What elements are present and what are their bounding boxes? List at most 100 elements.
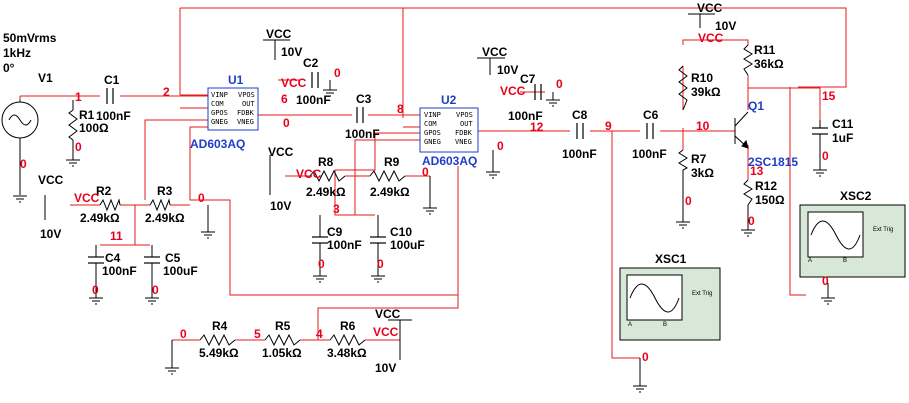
svg-text:2.49kΩ: 2.49kΩ	[145, 211, 185, 225]
u1-name: U1	[228, 73, 244, 87]
svg-text:0: 0	[748, 214, 755, 228]
ic-u2[interactable]: VINP COM GPOS GNEG VPOS OUT FDBK VNEG	[419, 107, 479, 153]
svg-text:13: 13	[750, 164, 764, 178]
u2-pin-gneg: GNEG	[424, 138, 441, 146]
svg-text:100uF: 100uF	[163, 264, 198, 278]
svg-text:100nF: 100nF	[96, 109, 131, 123]
svg-text:8: 8	[397, 102, 404, 116]
svg-text:36kΩ: 36kΩ	[754, 57, 784, 71]
svg-text:0: 0	[20, 157, 27, 171]
svg-text:0: 0	[642, 350, 649, 364]
svg-text:0: 0	[556, 77, 563, 91]
svg-text:0: 0	[283, 116, 290, 130]
transistor-q1[interactable]	[734, 111, 749, 149]
u1-pin-com: COM	[211, 100, 224, 108]
svg-text:12: 12	[530, 120, 544, 134]
u2-pin-gpos: GPOS	[424, 129, 441, 137]
svg-text:R8: R8	[318, 155, 334, 169]
scope-xsc1[interactable]: Ext Trig A B	[619, 267, 721, 341]
svg-text:100uF: 100uF	[390, 238, 425, 252]
component-labels: C1 100nF R1 100Ω C2 100nF C3 100nF C7 10…	[79, 43, 854, 360]
svg-text:0: 0	[685, 194, 692, 208]
svg-text:100Ω: 100Ω	[79, 121, 109, 135]
svg-text:VCC: VCC	[697, 1, 723, 15]
u2-pin-vpos: VPOS	[456, 111, 473, 119]
svg-text:0: 0	[334, 66, 341, 80]
u1-part: AD603AQ	[190, 137, 245, 151]
svg-text:R9: R9	[384, 155, 400, 169]
svg-text:10V: 10V	[715, 19, 736, 33]
svg-text:10V: 10V	[497, 63, 518, 77]
svg-text:2.49kΩ: 2.49kΩ	[80, 211, 120, 225]
svg-text:9: 9	[605, 119, 612, 133]
svg-text:VCC: VCC	[266, 27, 292, 41]
svg-text:R4: R4	[212, 319, 228, 333]
u1-pin-gneg: GNEG	[211, 118, 228, 126]
svg-text:11: 11	[110, 229, 123, 243]
source-name: V1	[38, 71, 53, 85]
svg-text:R10: R10	[691, 71, 713, 85]
xsc2-name: XSC2	[840, 189, 872, 203]
svg-text:R2: R2	[96, 184, 112, 198]
svg-text:VCC: VCC	[74, 191, 100, 205]
svg-text:100nF: 100nF	[562, 147, 597, 161]
svg-text:10V: 10V	[40, 227, 61, 241]
ac-source-v1[interactable]	[1, 100, 39, 140]
svg-text:4: 4	[316, 327, 323, 341]
vcc-labels: VCC 10V VCC VCC 10V VCC VCC 10V VCC VCC …	[38, 1, 736, 375]
u1-pin-fdbk: FDBK	[237, 109, 255, 117]
u1-pin-vinp: VINP	[211, 91, 228, 99]
svg-text:VCC: VCC	[281, 76, 307, 90]
svg-text:VCC: VCC	[482, 45, 508, 59]
svg-text:0: 0	[822, 149, 829, 163]
u2-pin-out: OUT	[460, 120, 473, 128]
u1-pin-vneg: VNEG	[237, 118, 254, 126]
q1-part: 2SC1815	[748, 155, 798, 169]
svg-text:VCC: VCC	[296, 167, 322, 181]
svg-text:1uF: 1uF	[832, 131, 853, 145]
ic-u1[interactable]: VINP COM GPOS GNEG VPOS OUT FDBK VNEG	[207, 87, 259, 131]
svg-text:VCC: VCC	[375, 307, 401, 321]
black-wiring	[19, 13, 715, 360]
svg-text:C5: C5	[165, 251, 181, 265]
svg-text:C9: C9	[327, 225, 343, 239]
svg-text:2: 2	[163, 85, 170, 99]
xsc1-a: A	[628, 322, 632, 328]
svg-text:39kΩ: 39kΩ	[691, 85, 721, 99]
svg-text:5.49kΩ: 5.49kΩ	[199, 346, 239, 360]
xsc1-trig: Ext Trig	[692, 291, 712, 297]
svg-text:5: 5	[254, 327, 261, 341]
u2-pin-fdbk: FDBK	[455, 129, 473, 137]
svg-text:100nF: 100nF	[345, 127, 380, 141]
svg-text:0: 0	[152, 283, 159, 297]
svg-text:10V: 10V	[270, 199, 291, 213]
svg-text:C10: C10	[390, 225, 412, 239]
resistors	[68, 44, 753, 347]
svg-text:2.49kΩ: 2.49kΩ	[306, 185, 346, 199]
svg-text:3: 3	[333, 202, 340, 216]
svg-text:C7: C7	[520, 72, 536, 86]
u2-part: AD603AQ	[422, 154, 477, 168]
svg-text:0: 0	[497, 139, 504, 153]
svg-text:100nF: 100nF	[296, 93, 331, 107]
svg-text:10: 10	[696, 119, 710, 133]
svg-text:10V: 10V	[375, 361, 396, 375]
svg-text:2.49kΩ: 2.49kΩ	[370, 185, 410, 199]
svg-text:R3: R3	[157, 184, 173, 198]
svg-text:100nF: 100nF	[327, 238, 362, 252]
svg-text:100nF: 100nF	[632, 147, 667, 161]
svg-text:1: 1	[75, 90, 82, 104]
svg-text:15: 15	[822, 89, 836, 103]
svg-text:VCC: VCC	[268, 145, 294, 159]
u2-pin-com: COM	[424, 120, 437, 128]
xsc2-a: A	[808, 258, 812, 264]
scope-xsc2[interactable]: Ext Trig A B	[799, 204, 906, 278]
xsc1-b: B	[663, 322, 667, 328]
svg-text:C6: C6	[643, 108, 659, 122]
source-amplitude: 50mVrms	[3, 31, 57, 45]
q1-name: Q1	[748, 99, 764, 113]
svg-text:R5: R5	[275, 319, 291, 333]
u2-pin-vneg: VNEG	[455, 138, 472, 146]
svg-text:R12: R12	[755, 179, 777, 193]
svg-text:3.48kΩ: 3.48kΩ	[327, 346, 367, 360]
